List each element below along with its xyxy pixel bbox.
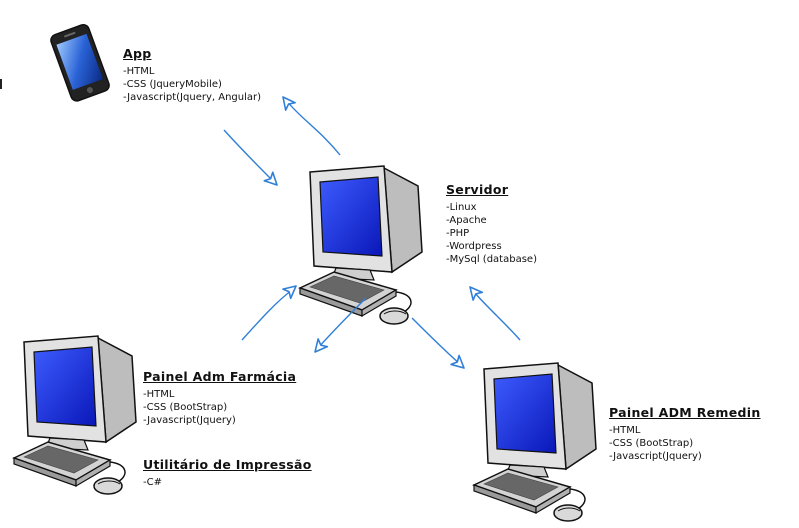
node-tech-list: -HTML -CSS (JqueryMobile) -Javascript(Jq… <box>123 65 261 104</box>
tech-item: -MySql (database) <box>446 254 537 265</box>
node-title: Painel ADM Remedin <box>609 405 761 420</box>
painel-remedin-node: Painel ADM Remedin -HTML -CSS (BootStrap… <box>609 405 761 463</box>
app-node: App -HTML -CSS (JqueryMobile) -Javascrip… <box>123 46 261 104</box>
desktop-computer-icon <box>13 335 137 495</box>
utilitario-node: Utilitário de Impressão -C# <box>143 457 312 489</box>
tech-item: -Apache <box>446 215 487 226</box>
node-title: App <box>123 46 152 61</box>
desktop-computer-icon <box>299 165 423 325</box>
stray-mark <box>0 79 2 89</box>
smartphone-icon <box>50 24 110 102</box>
tech-item: -Javascript(Jquery) <box>143 415 236 426</box>
tech-item: -CSS (BootStrap) <box>609 438 694 449</box>
tech-item: -HTML <box>123 66 155 77</box>
arrow-server-to-remedin <box>411 317 469 374</box>
tech-item: -CSS (JqueryMobile) <box>123 79 222 90</box>
painel-farmacia-node: Painel Adm Farmácia -HTML -CSS (BootStra… <box>143 369 296 427</box>
arrow-remedin-to-server <box>464 282 521 341</box>
node-title: Utilitário de Impressão <box>143 457 312 472</box>
servidor-node: Servidor -Linux -Apache -PHP -Wordpress … <box>446 182 537 266</box>
arrow-server-to-app <box>277 92 341 156</box>
tech-item: -Javascript(Jquery) <box>609 451 702 462</box>
arrow-server-to-farmacia <box>309 297 367 357</box>
arrow-app-to-server <box>223 129 283 191</box>
tech-item: -HTML <box>143 389 175 400</box>
tech-item: -C# <box>143 477 162 488</box>
node-tech-list: -HTML -CSS (BootStrap) -Javascript(Jquer… <box>609 424 761 463</box>
tech-item: -PHP <box>446 228 470 239</box>
arrow-farmacia-to-server <box>241 280 301 341</box>
node-tech-list: -HTML -CSS (BootStrap) -Javascript(Jquer… <box>143 388 296 427</box>
tech-item: -Javascript(Jquery, Angular) <box>123 92 262 103</box>
node-tech-list: -C# <box>143 476 312 489</box>
tech-item: -HTML <box>609 425 641 436</box>
tech-item: -CSS (BootStrap) <box>143 402 228 413</box>
node-title: Painel Adm Farmácia <box>143 369 297 384</box>
desktop-computer-icon <box>473 362 597 522</box>
node-title: Servidor <box>446 182 509 197</box>
tech-item: -Wordpress <box>446 241 502 252</box>
node-tech-list: -Linux -Apache -PHP -Wordpress -MySql (d… <box>446 201 537 266</box>
tech-item: -Linux <box>446 202 477 213</box>
